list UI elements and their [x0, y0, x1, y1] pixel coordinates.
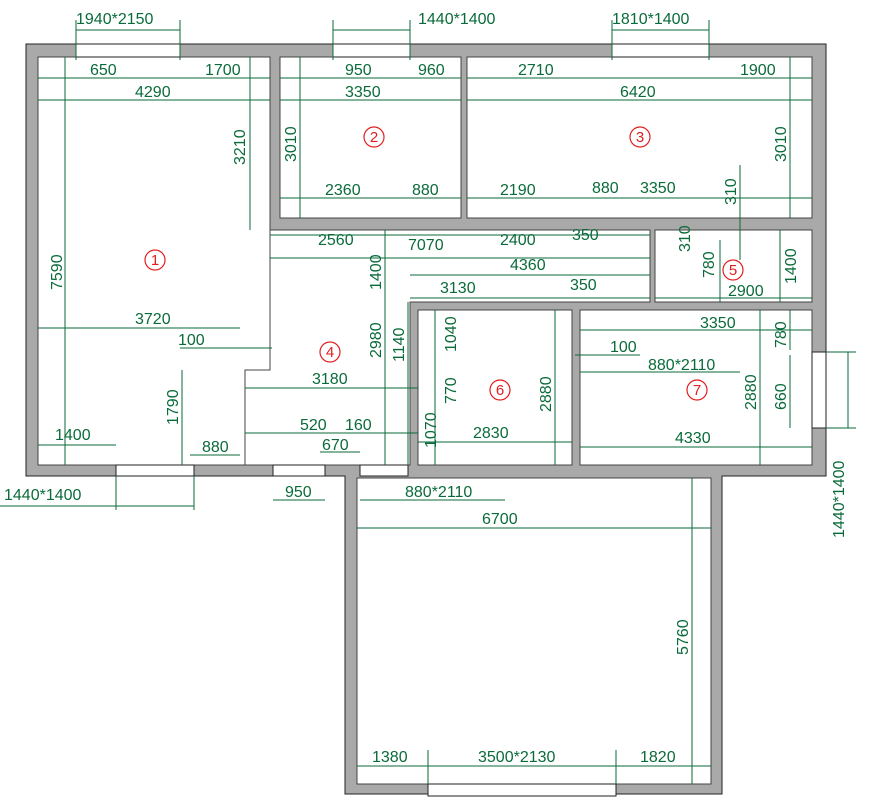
dim-310-b: 310 — [677, 225, 694, 252]
dim-670: 670 — [322, 437, 349, 454]
door-entrance-gap — [272, 464, 326, 477]
dim-3350-bot: 3350 — [700, 315, 736, 332]
dim-1380: 1380 — [372, 749, 408, 766]
dim-6420: 6420 — [620, 84, 656, 101]
dim-5760: 5760 — [675, 619, 692, 655]
window-top-1 — [75, 43, 181, 58]
dim-3350-top: 3350 — [345, 84, 381, 101]
room-1[interactable] — [37, 56, 271, 466]
room-3[interactable] — [466, 56, 813, 219]
room-label-1: 1 — [151, 252, 159, 269]
dim-window-top-1: 1940*2150 — [76, 11, 154, 28]
dim-door-880-top: 880*2110 — [648, 357, 715, 374]
dim-1790: 1790 — [165, 389, 182, 425]
room-6[interactable] — [417, 309, 573, 466]
room-2[interactable] — [279, 56, 462, 219]
dim-3130: 3130 — [440, 280, 476, 297]
dim-350-a: 350 — [572, 227, 599, 244]
window-bottom — [115, 464, 195, 477]
dim-2880-left: 2880 — [538, 376, 555, 412]
dim-660: 660 — [773, 383, 790, 410]
room-label-6: 6 — [496, 382, 504, 399]
dim-3010-right: 3010 — [773, 126, 790, 162]
dim-160: 160 — [345, 417, 372, 434]
dim-950-b: 950 — [285, 484, 312, 501]
dim-7070: 7070 — [408, 237, 444, 254]
dim-3720: 3720 — [135, 311, 171, 328]
dim-door-3500: 3500*2130 — [478, 749, 556, 766]
dim-520: 520 — [300, 417, 327, 434]
dim-3180: 3180 — [312, 371, 348, 388]
room-4[interactable] — [244, 229, 651, 466]
dim-2830: 2830 — [473, 425, 509, 442]
dim-3210: 3210 — [232, 129, 249, 165]
dim-1400-b: 1400 — [368, 254, 385, 290]
door-inner-gap — [359, 464, 409, 477]
dim-4360: 4360 — [510, 257, 546, 274]
dim-780-b: 780 — [773, 321, 790, 348]
window-top-3 — [611, 43, 710, 58]
dim-100-a: 100 — [178, 332, 205, 349]
dim-1070: 1070 — [423, 412, 440, 448]
room-label-4: 4 — [326, 344, 334, 361]
dim-7590: 7590 — [49, 254, 66, 290]
dim-880-a: 880 — [412, 182, 439, 199]
dim-1040: 1040 — [443, 316, 460, 352]
room-7[interactable] — [579, 309, 813, 466]
room-5[interactable] — [654, 229, 813, 303]
dim-1900: 1900 — [740, 62, 776, 79]
dim-1400-a: 1400 — [783, 248, 800, 284]
dim-770: 770 — [443, 377, 460, 404]
room-label-2: 2 — [370, 129, 378, 146]
dim-880-b: 880 — [592, 180, 619, 197]
dimension-lines — [0, 20, 856, 784]
dim-350-b: 350 — [570, 277, 597, 294]
dim-2880-right: 2880 — [743, 374, 760, 410]
dim-950: 950 — [345, 62, 372, 79]
dim-1700: 1700 — [205, 62, 241, 79]
dimension-labels: 1940*2150 1440*1400 1810*1400 650 1700 4… — [4, 11, 848, 766]
dim-2560: 2560 — [318, 232, 354, 249]
dim-880-c: 880 — [202, 439, 229, 456]
dim-2900: 2900 — [728, 283, 764, 300]
dim-window-top-3: 1810*1400 — [612, 11, 690, 28]
dim-310-a: 310 — [723, 178, 740, 205]
dim-window-right: 1440*1400 — [831, 460, 848, 538]
dim-window-top-2: 1440*1400 — [418, 11, 496, 28]
dim-door-880-bottom: 880*2110 — [405, 484, 472, 501]
dim-4290: 4290 — [135, 84, 171, 101]
dim-1140: 1140 — [391, 327, 408, 362]
dim-960: 960 — [418, 62, 445, 79]
room-terrace[interactable] — [356, 477, 712, 785]
dim-780-a: 780 — [701, 251, 718, 278]
dim-2980: 2980 — [368, 322, 385, 358]
dim-100-b: 100 — [610, 339, 637, 356]
dim-window-bottom: 1440*1400 — [4, 487, 82, 504]
room-label-3: 3 — [636, 129, 644, 146]
dim-2190: 2190 — [500, 182, 536, 199]
dim-1400-c: 1400 — [55, 427, 91, 444]
dim-2360: 2360 — [325, 182, 361, 199]
dim-3350-mid: 3350 — [640, 180, 676, 197]
dim-4330: 4330 — [675, 430, 711, 447]
door-terrace-gap — [427, 783, 617, 797]
room-label-7: 7 — [693, 382, 701, 399]
window-right — [811, 351, 827, 429]
dim-3010-left: 3010 — [283, 126, 300, 162]
room-markers: 1 2 3 4 5 6 7 — [144, 126, 744, 401]
window-top-2 — [332, 43, 411, 58]
room-label-5: 5 — [729, 262, 737, 279]
dim-6700: 6700 — [482, 511, 518, 528]
dim-1820: 1820 — [640, 749, 676, 766]
dim-2710: 2710 — [518, 62, 554, 79]
dim-650: 650 — [90, 62, 117, 79]
dim-2400: 2400 — [500, 232, 536, 249]
